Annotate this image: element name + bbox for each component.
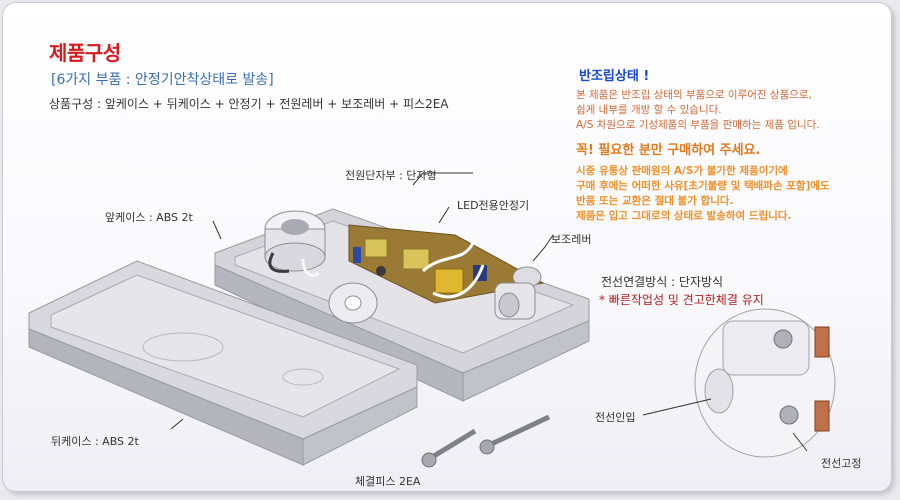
wire-fix-label: 전선고정	[821, 457, 862, 470]
wire-method-note: * 빠른작업성 및 견고한체결 유지	[599, 293, 764, 307]
aux-lever-label: 보조레버	[551, 233, 592, 246]
purchase-notice-line: 구매 후에는 어떠한 사유[초기불량 및 택배파손 포함]에도	[576, 180, 830, 192]
aux-lever-ring-illustration	[328, 282, 378, 324]
semi-assembly-line: 쉽게 내부를 개방 할 수 있습니다.	[576, 104, 722, 116]
led-ballast-illustration	[348, 224, 545, 304]
back-case-label: 뒤케이스 : ABS 2t	[51, 435, 139, 448]
product-illustration	[28, 172, 836, 468]
led-ballast-label: LED전용안정기	[457, 199, 530, 212]
semi-assembly-line: 본 제품은 반조립 상태의 부품으로 이루어진 상품으로,	[576, 89, 812, 101]
screws-label: 체결피스 2EA	[355, 475, 421, 488]
wire-in-label: 전선인입	[595, 411, 636, 424]
front-case-illustration	[28, 260, 418, 466]
terminal-connector-illustration	[694, 308, 836, 458]
purchase-notice-line: 반품 또는 교환은 절대 불가 합니다.	[576, 195, 734, 207]
page-title: 제품구성	[49, 41, 121, 65]
product-panel: 제품구성 [6가지 부품 : 안정기안착상태로 발송] 상품구성 : 앞케이스 …	[2, 2, 892, 492]
purchase-notice-title: 꼭! 필요한 분만 구매하여 주세요.	[576, 143, 761, 158]
wire-method-label: 전선연결방식 : 단자방식	[601, 275, 724, 289]
leader-lines	[170, 172, 808, 452]
composition-text: 상품구성 : 앞케이스 + 뒤케이스 + 안정기 + 전원레버 + 보조레버 +…	[49, 97, 449, 111]
page-subtitle: [6가지 부품 : 안정기안착상태로 발송]	[51, 72, 274, 88]
aux-lever-illustration	[494, 266, 542, 320]
front-case-label: 앞케이스 : ABS 2t	[105, 211, 193, 224]
power-terminal-illustration	[264, 210, 326, 277]
purchase-notice-line: 제품은 입고 그대로의 상태로 발송하여 드립니다.	[576, 210, 792, 222]
semi-assembly-line: A/S 차원으로 기성제품의 부품을 판매하는 제품 입니다.	[576, 119, 820, 131]
power-terminal-label: 전원단자부 : 단자형	[345, 169, 437, 182]
semi-assembly-title: 반조립상태 !	[579, 69, 650, 84]
screws-illustration	[421, 414, 551, 468]
purchase-notice-line: 시중 유통상 판매원의 A/S가 불가한 제품이기에	[576, 165, 788, 177]
